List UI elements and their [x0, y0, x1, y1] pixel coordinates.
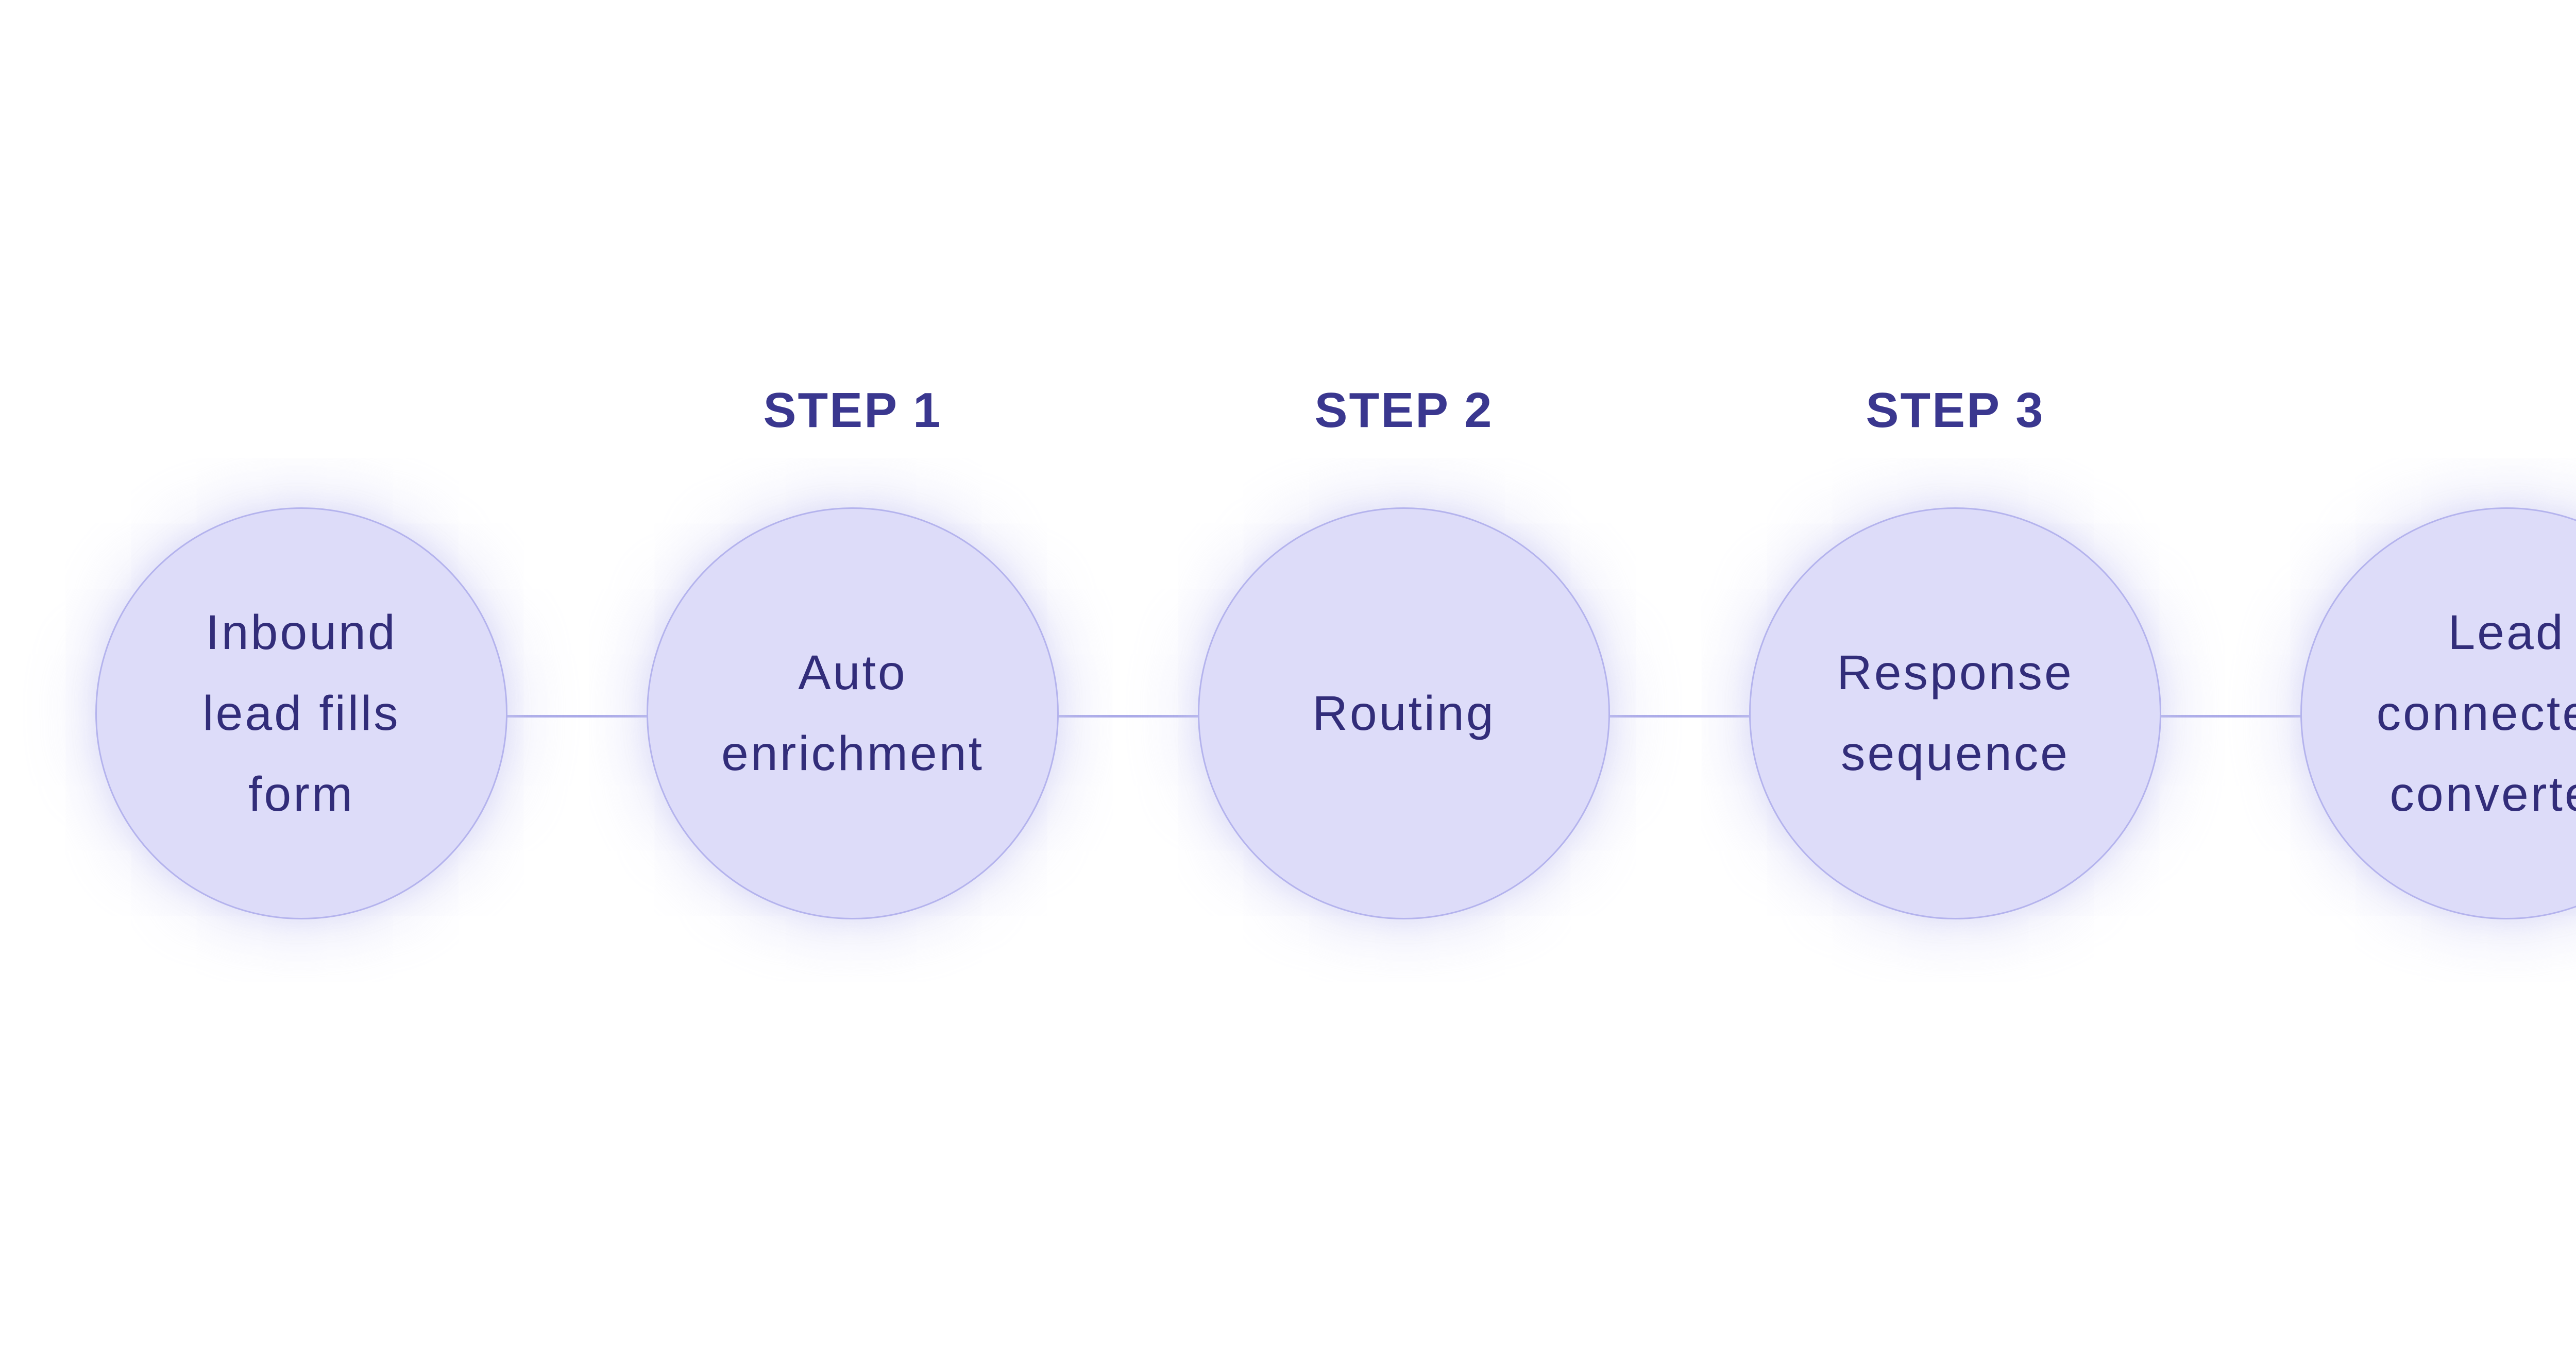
- connector-line-2: [853, 715, 1404, 718]
- node-inbound-lead-fills-form: Inbound lead fills form: [95, 507, 507, 919]
- node-response-sequence: Response sequence: [1749, 507, 2161, 919]
- node-label: Auto enrichment: [721, 645, 984, 781]
- connector-line-3: [1404, 715, 1955, 718]
- node-label: Response sequence: [1837, 645, 2074, 781]
- step-3-label: STEP 3: [1866, 383, 2045, 438]
- node-label: Inbound lead fills form: [202, 605, 400, 822]
- node-routing: Routing: [1198, 507, 1610, 919]
- connector-line-4: [1955, 715, 2506, 718]
- node-lead-connected-converted: Lead connected/ converted: [2300, 507, 2576, 919]
- step-2-label: STEP 2: [1314, 383, 1494, 438]
- node-auto-enrichment: Auto enrichment: [647, 507, 1059, 919]
- connector-line-1: [301, 715, 853, 718]
- node-label: Routing: [1312, 686, 1496, 741]
- node-label: Lead connected/ converted: [2376, 605, 2576, 822]
- step-1-label: STEP 1: [763, 383, 942, 438]
